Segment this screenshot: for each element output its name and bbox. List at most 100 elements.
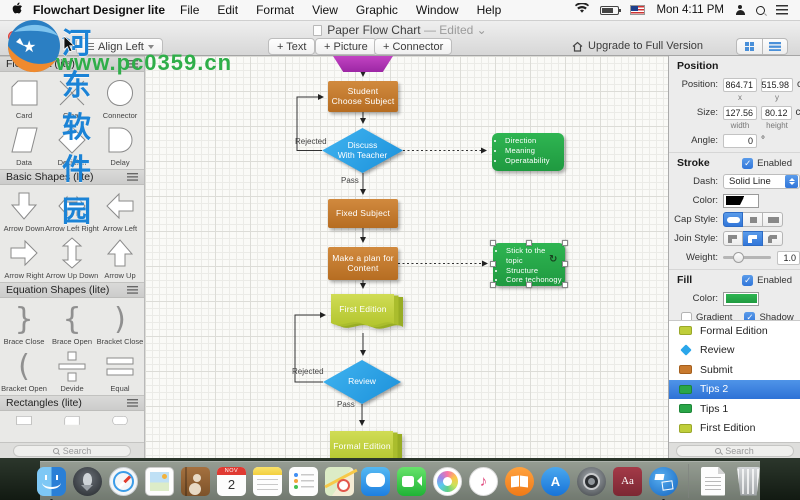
layer-row-first-edition[interactable]: First Edition [669,419,800,439]
menu-graphic[interactable]: Graphic [355,3,398,17]
dock-icon-appstore[interactable]: A [541,466,570,496]
dock-icon-facetime[interactable] [397,466,426,496]
shape-delay[interactable]: Delay [96,121,144,168]
dock-icon-launchpad[interactable] [73,466,102,496]
grid-view-button[interactable] [736,38,762,55]
dock-icon-reminders[interactable] [289,466,318,496]
join-bevel-button[interactable] [763,231,783,246]
node-fixed-subject[interactable]: Fixed Subject [328,199,398,228]
toolbar-style-button[interactable] [14,38,48,55]
menu-format[interactable]: Format [256,3,295,17]
selection-handle[interactable] [562,282,568,288]
size-height-input[interactable]: 80.12 [761,105,792,120]
node-discuss-with-teacher[interactable]: Discuss With Teacher [322,128,403,173]
selection-handle[interactable] [562,240,568,246]
dock-icon-messages[interactable] [361,466,390,496]
dock-icon-finder[interactable] [37,466,66,500]
shape-bracket-open[interactable]: (Bracket Open [0,347,48,394]
shape-card[interactable]: Card [0,74,48,121]
shape-brace-open[interactable]: {Brace Open [48,300,96,347]
node-make-a-plan[interactable]: Make a plan for Content [328,247,398,280]
selection-handle[interactable] [490,261,496,267]
align-left-button[interactable]: Align Left [76,38,163,55]
node-first-edition-shape[interactable] [330,293,404,338]
add-picture-button[interactable]: + Picture [315,38,377,55]
dock-icon-safari[interactable] [109,466,138,496]
user-icon[interactable] [735,5,745,15]
layer-row-tips-1[interactable]: Tips 1 [669,399,800,419]
weight-input[interactable]: 1.0 [776,250,800,265]
us-flag-icon[interactable] [630,5,646,15]
fill-enabled-checkbox[interactable]: ✓Enabled [742,274,792,286]
shape-data[interactable]: Data [0,121,48,168]
layer-row-tips-2[interactable]: Tips 2 [669,379,800,399]
node-tips-2[interactable]: Stick to the topicStructureCore techonog… [493,243,565,286]
angle-input[interactable]: 0 [723,133,757,148]
dock-icon-contacts[interactable] [181,466,210,496]
shape-brace-close[interactable]: }Brace Close [0,300,48,347]
selection-handle[interactable] [526,282,532,288]
menu-window[interactable]: Window [415,3,459,17]
stroke-enabled-checkbox[interactable]: ✓Enabled [742,157,792,169]
hamburger-icon[interactable] [127,286,138,294]
shape-arrow-down[interactable]: Arrow Down [0,187,48,234]
shape-devide[interactable]: Devide [48,347,96,394]
shape-arrow-left-right[interactable]: Arrow Left Right [45,187,99,234]
node-review[interactable]: Review [323,360,401,404]
dock-icon-photos-image[interactable] [145,466,174,496]
dock-icon-photos[interactable] [433,466,462,496]
sidebar-section-header-3[interactable]: Rectangles (lite) [0,395,144,411]
sidebar-section-header-0[interactable]: Flowchart (lite) [0,56,144,72]
dock-icon-flowchart-app[interactable] [649,466,678,500]
shape-clear[interactable]: Clear [48,74,96,121]
wifi-icon[interactable] [575,2,590,17]
node-start[interactable] [333,56,393,72]
dock-icon-maps[interactable] [325,466,354,496]
layer-row-submit[interactable]: Submit [669,360,800,380]
menu-app-name[interactable]: Flowchart Designer lite [33,3,166,17]
dock-icon-ibooks[interactable] [505,466,534,496]
stroke-color-swatch[interactable] [723,193,759,208]
layer-row-plan-for-content[interactable]: Plan for Content [669,438,800,443]
cap-round-button[interactable] [723,212,743,227]
inspector-search-input[interactable]: Search [675,444,794,457]
shape-bracket-close[interactable]: )Bracket Close [96,300,144,347]
dock-icon-itunes[interactable]: ♪ [469,466,498,496]
add-text-button[interactable]: + Text [268,38,316,55]
notification-list-icon[interactable] [776,5,788,15]
cap-butt-button[interactable] [743,212,763,227]
selection-handle[interactable] [562,261,568,267]
dock-icon-document[interactable] [701,466,725,496]
weight-slider[interactable] [723,251,771,263]
selection-handle[interactable] [526,240,532,246]
node-formal-edition-shape[interactable] [329,430,403,458]
selection-handle[interactable] [490,282,496,288]
selection-handle[interactable] [490,240,496,246]
flowchart-canvas[interactable]: Student Choose Subject Discuss With Teac… [145,56,668,458]
shape-arrow-right[interactable]: Arrow Right [0,234,48,281]
sidebar-search-input[interactable]: Search [13,444,131,457]
shape-arrow-up[interactable]: Arrow Up [96,234,144,281]
layer-row-review[interactable]: Review [669,341,800,361]
dock-icon-notes[interactable] [253,466,282,496]
dock-icon-sysprefs[interactable] [577,466,606,496]
node-tips-1[interactable]: DirectionMeaningOperatability [492,133,564,171]
menu-clock[interactable]: Mon 4:11 PM [656,4,724,16]
hamburger-icon[interactable] [127,60,138,68]
size-width-input[interactable]: 127.56 [723,105,757,120]
upgrade-button[interactable]: Upgrade to Full Version [572,40,703,52]
dock-icon-dictionary[interactable]: Aa [613,466,642,496]
shape-arrow-left[interactable]: Arrow Left [96,187,144,234]
hamburger-icon[interactable] [127,173,138,181]
shape-connector[interactable]: Connector [96,74,144,121]
menu-help[interactable]: Help [476,3,502,17]
sidebar-section-header-1[interactable]: Basic Shapes (lite) [0,169,144,185]
shape-rect-rounded[interactable] [96,413,144,427]
apple-icon[interactable] [12,2,23,18]
dock-icon-trash[interactable] [736,466,761,496]
join-round-button[interactable] [743,231,763,246]
sidebar-section-header-2[interactable]: Equation Shapes (lite) [0,282,144,298]
shape-arrow-up-down[interactable]: Arrow Up Down [46,234,98,281]
position-y-input[interactable]: 515.98 [761,77,793,92]
